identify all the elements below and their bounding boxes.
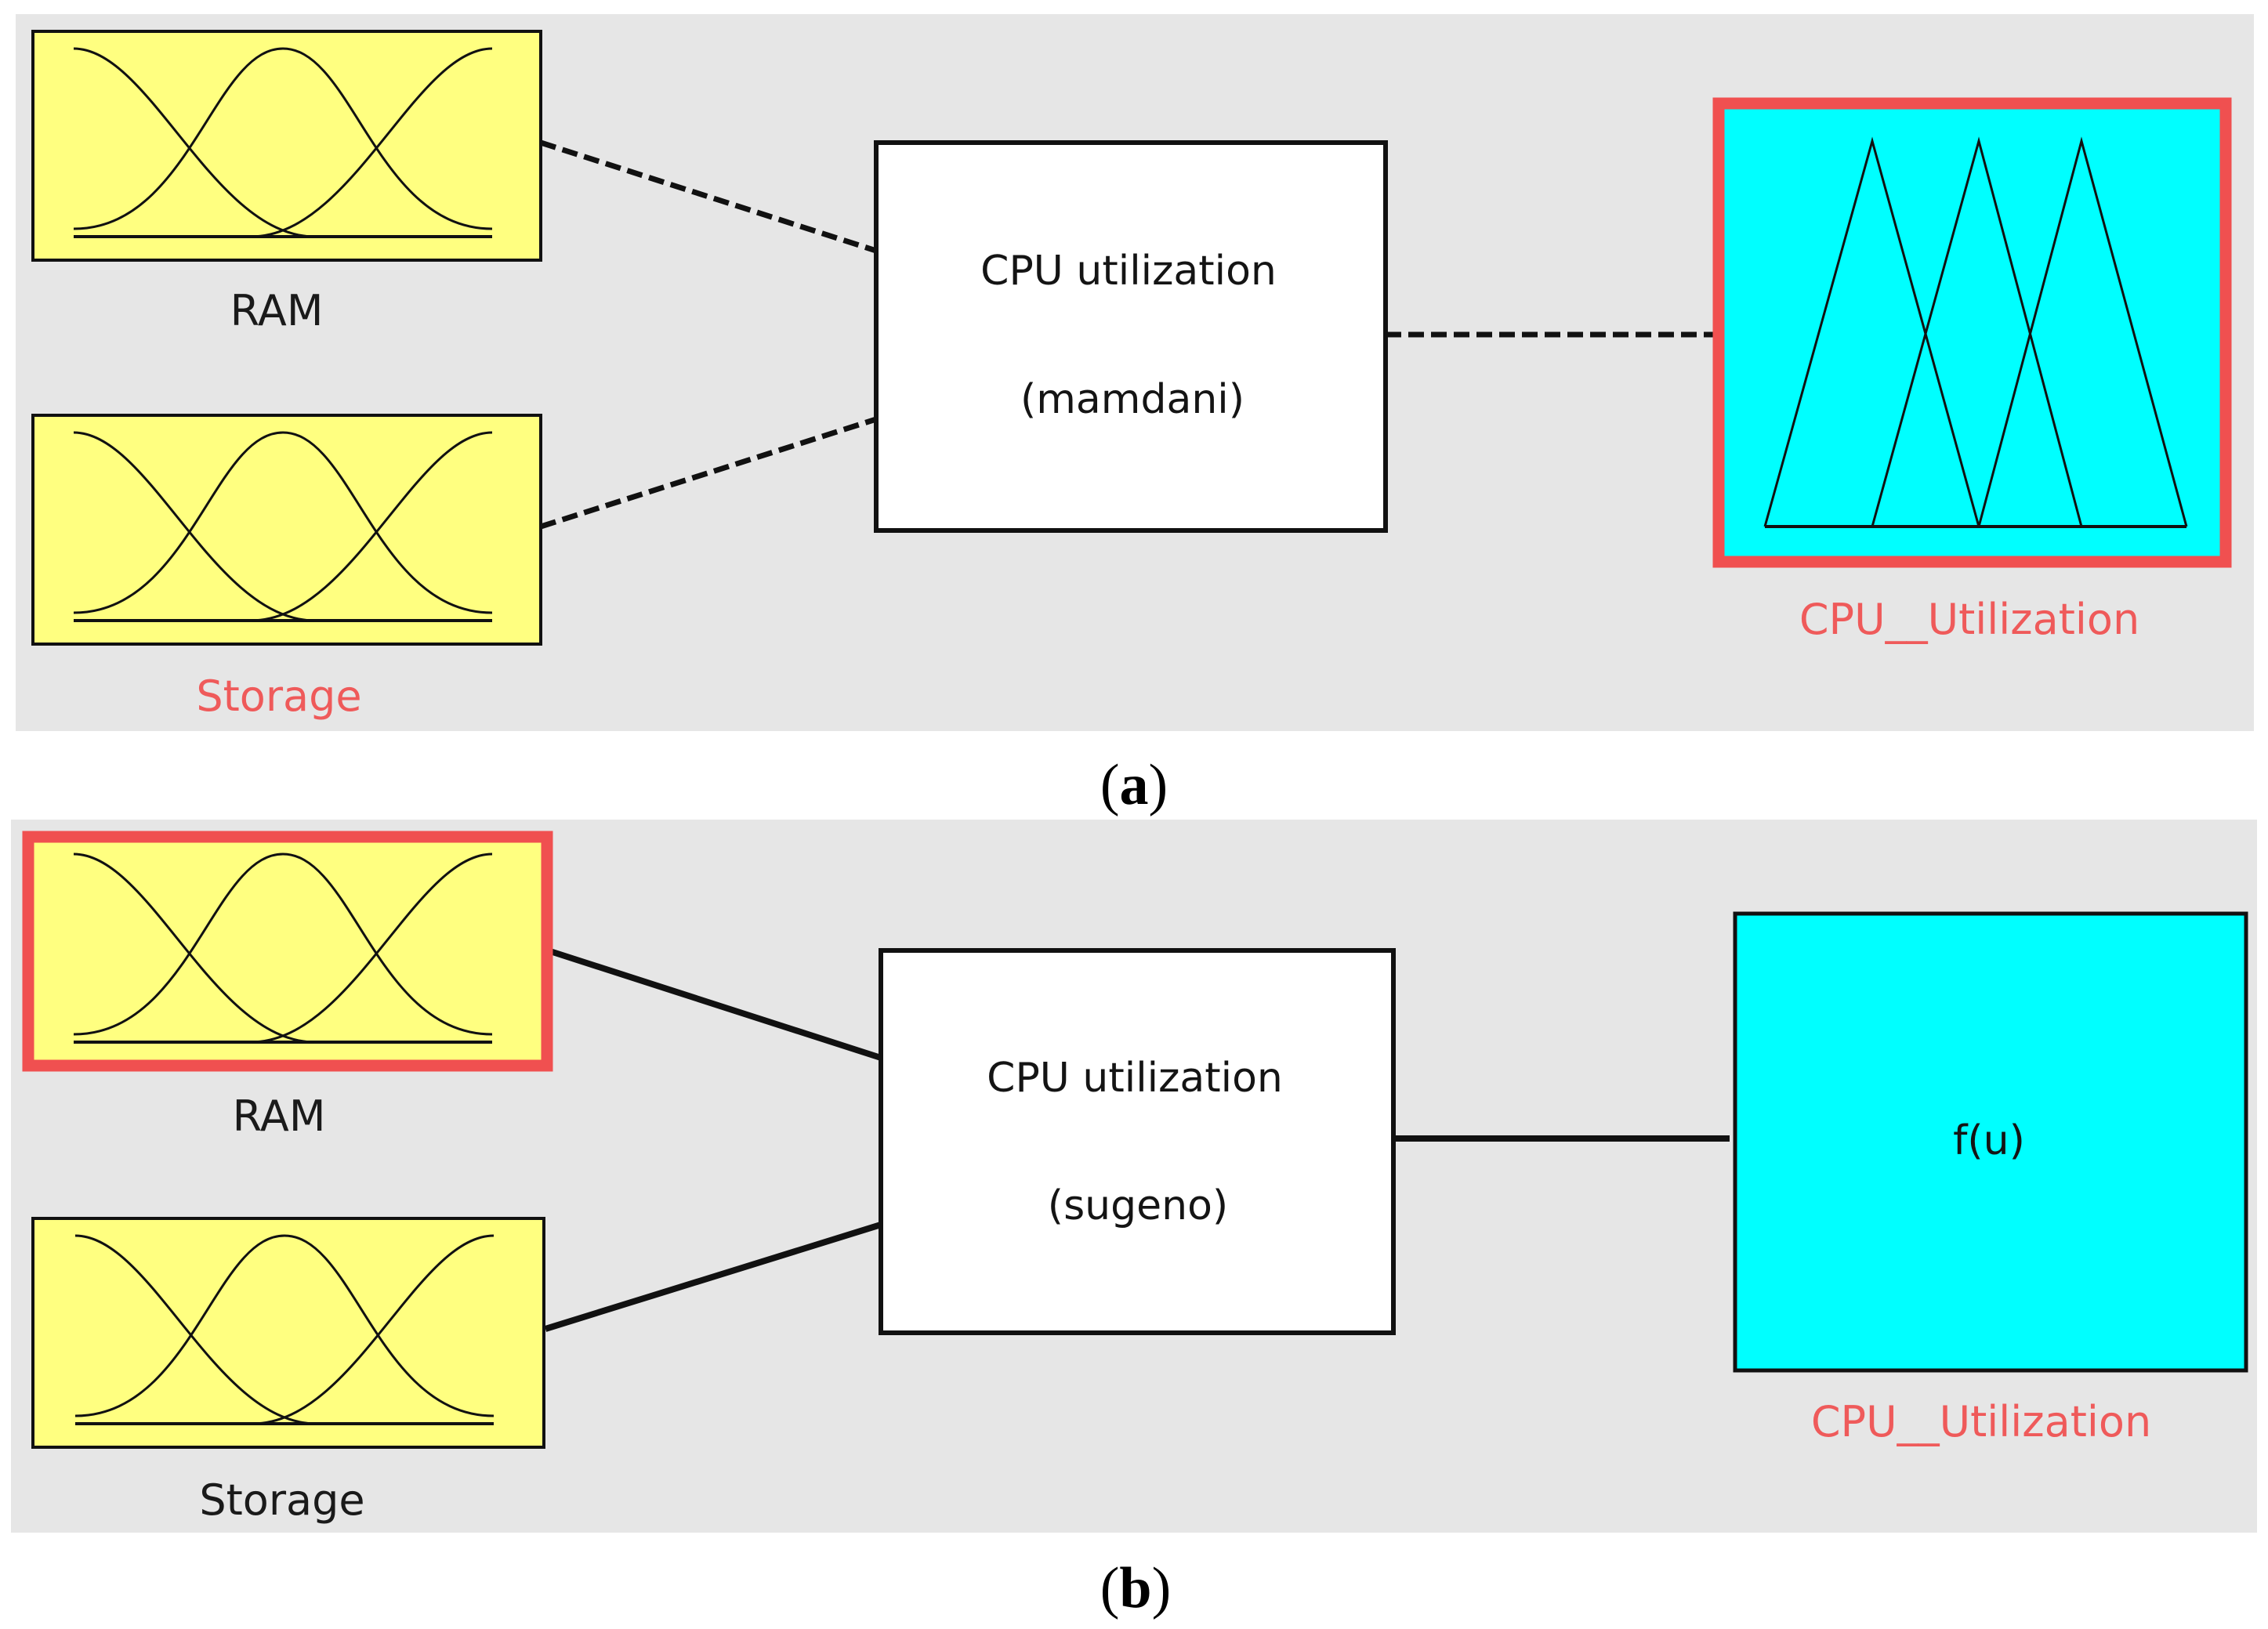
edge-ram-to-system-a [539,139,878,254]
system-name-a: CPU utilization [980,248,1277,295]
system-block-sugeno[interactable] [879,948,1396,1335]
caption-a: (a) [1100,753,1168,817]
system-block-mamdani[interactable] [874,140,1388,533]
edge-ram-to-system-b [549,948,882,1061]
input-block-ram-a[interactable] [31,30,542,262]
output-function-label-b: f(u) [1953,1117,2025,1164]
triangular-membership-icon [1763,136,2188,528]
output-label-b: CPU__Utilization [1810,1397,2152,1446]
output-label-a: CPU__Utilization [1799,595,2140,644]
input-block-ram-b[interactable] [22,831,553,1072]
system-name-b: CPU utilization [987,1055,1283,1102]
input-label-storage-a: Storage [196,672,362,721]
input-block-storage-a[interactable] [31,414,542,646]
edge-storage-to-system-b [544,1222,882,1332]
output-block-b[interactable] [1733,911,2248,1373]
input-label-ram-a: RAM [230,286,324,335]
system-type-b: (sugeno) [1047,1182,1229,1229]
system-type-a: (mamdani) [1020,376,1245,423]
caption-b: (b) [1100,1556,1172,1620]
input-block-storage-b[interactable] [31,1217,545,1449]
input-label-ram-b: RAM [232,1091,326,1141]
input-label-storage-b: Storage [199,1475,365,1525]
edge-storage-to-system-a [539,416,878,530]
output-block-a[interactable] [1712,97,2232,568]
